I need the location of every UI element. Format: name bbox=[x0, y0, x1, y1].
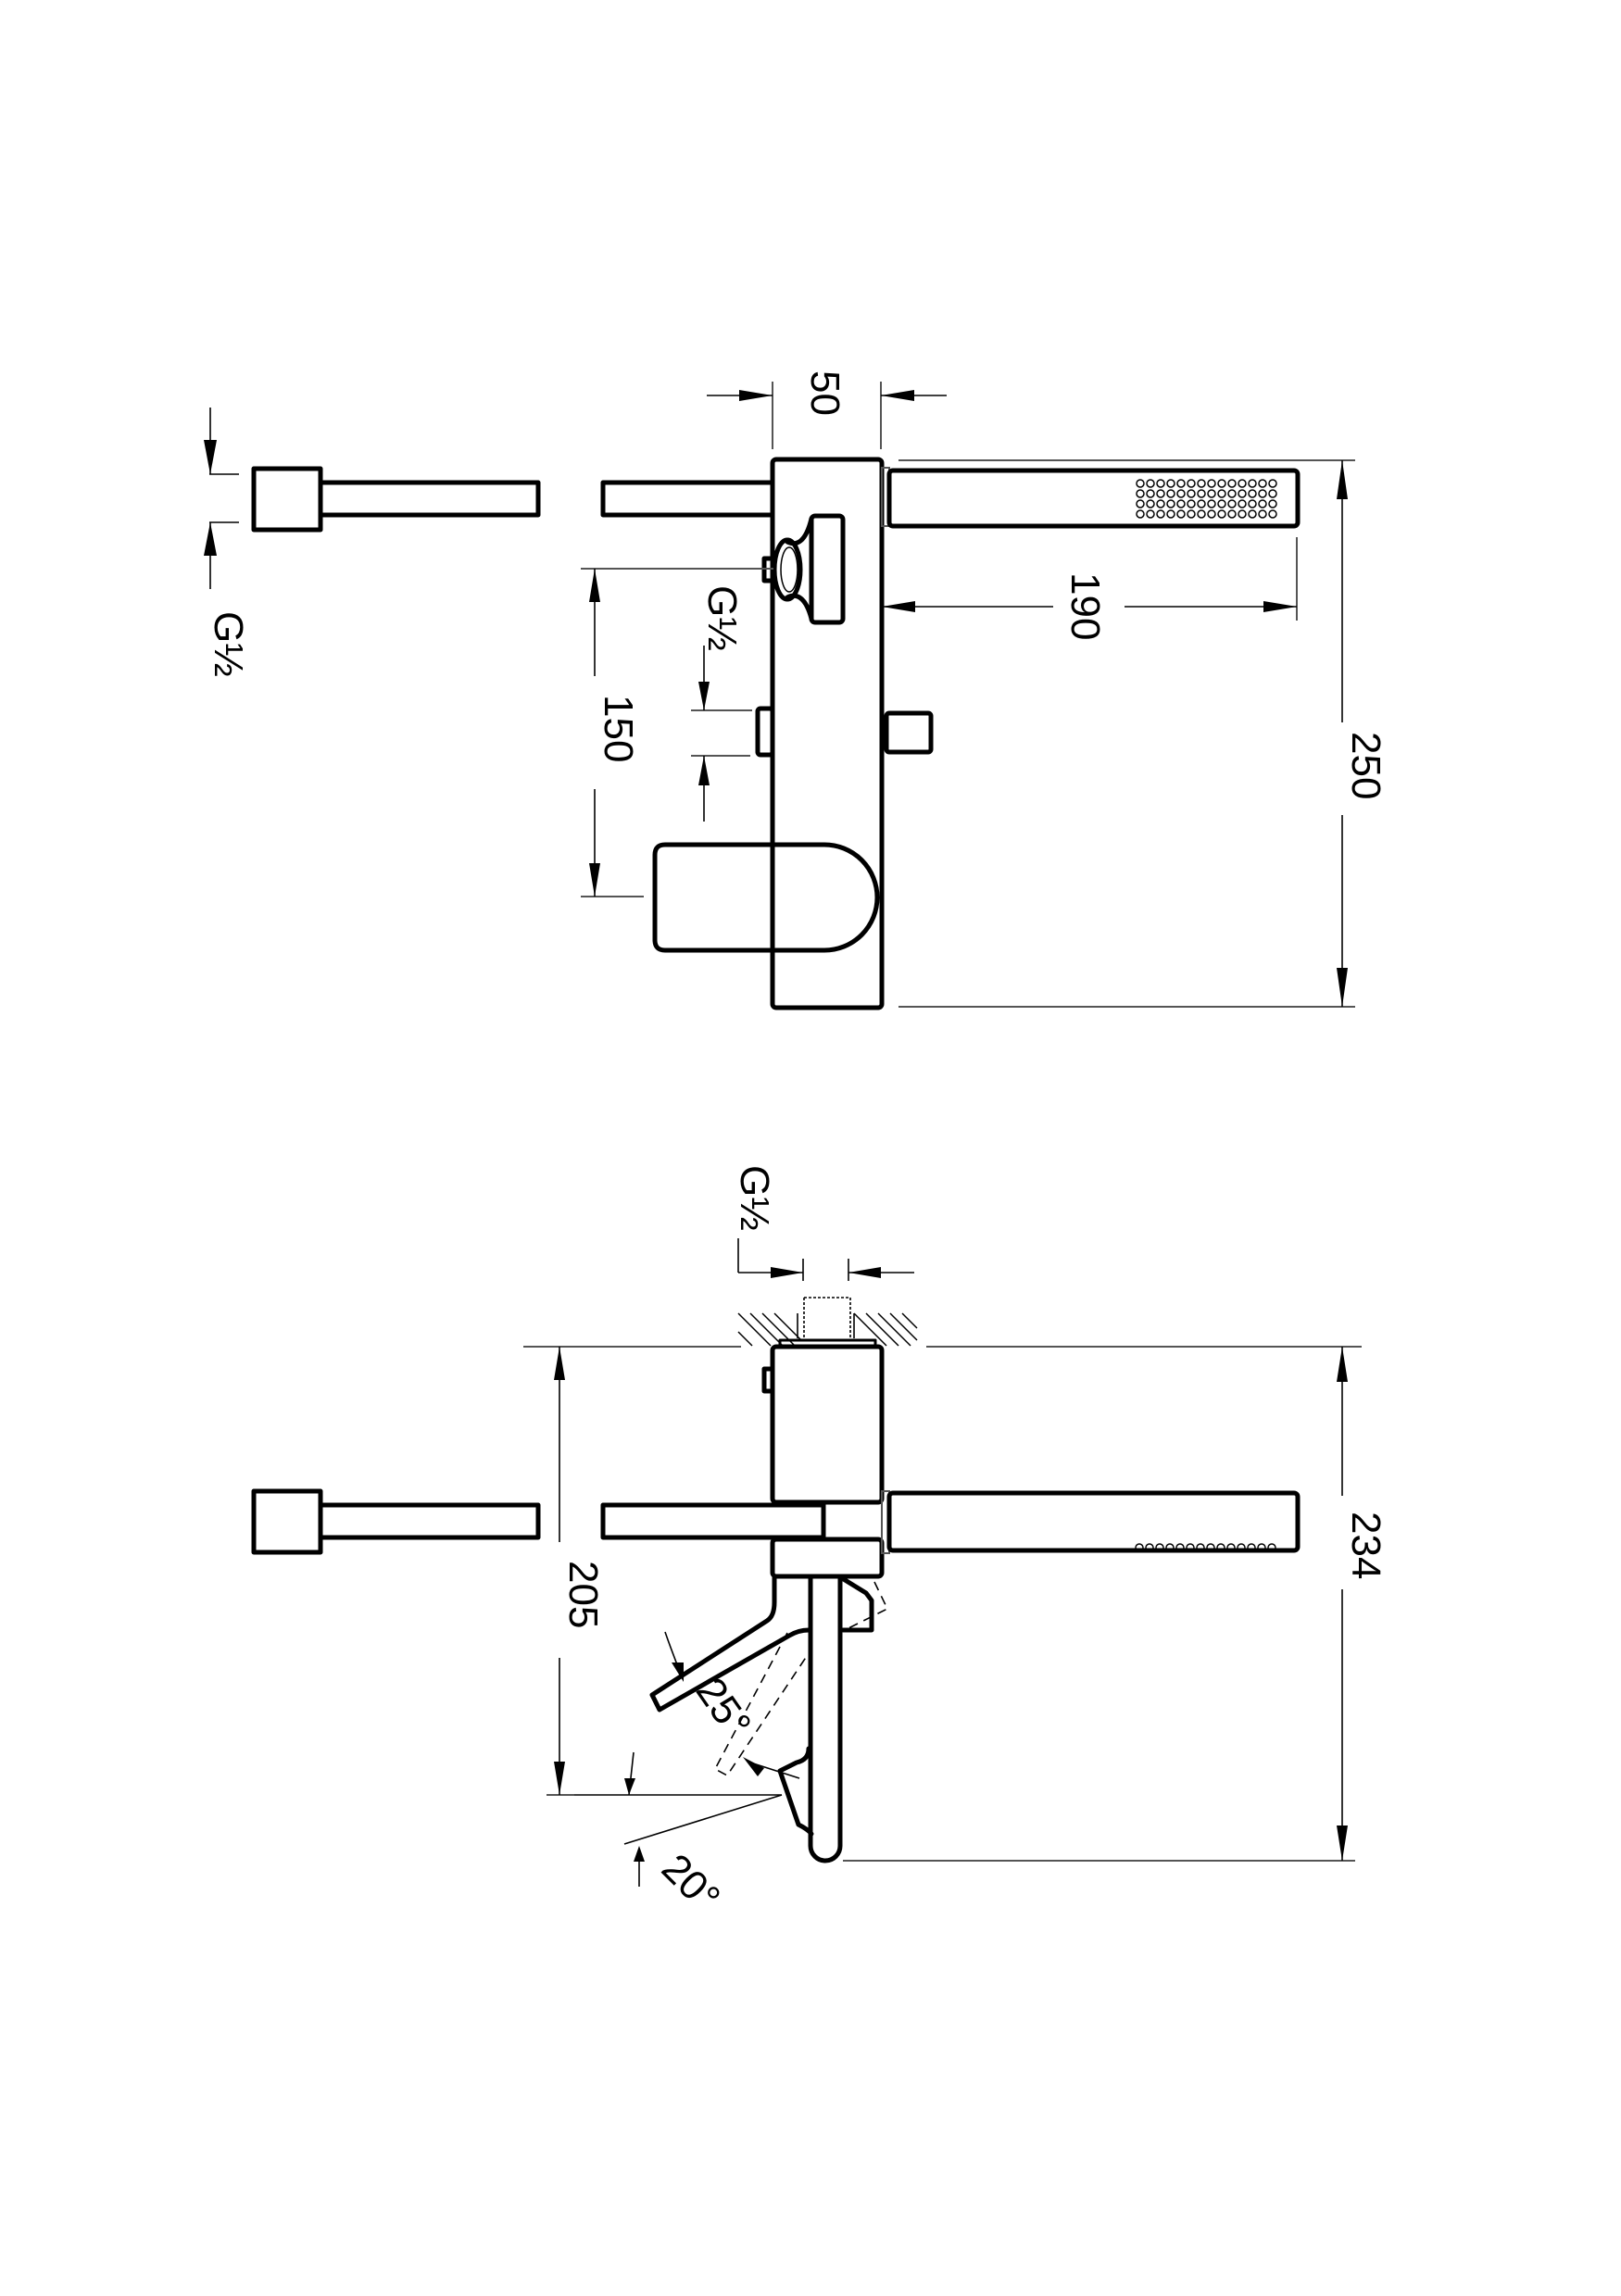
dim-spout-angle: 20° bbox=[653, 1845, 729, 1921]
wall-section bbox=[523, 1297, 1362, 1349]
dim-connection-left: G½ bbox=[206, 611, 251, 677]
dim-height-250: 250 bbox=[1343, 732, 1389, 799]
dim-spacing-150: 150 bbox=[596, 695, 641, 762]
dim-spout-height-205: 205 bbox=[560, 1561, 606, 1628]
dim-inlet-thread: G½ bbox=[732, 1165, 777, 1231]
handshower bbox=[881, 467, 1301, 529]
left-connector: G½ bbox=[204, 408, 541, 677]
spray-holes-side bbox=[1135, 1543, 1276, 1552]
top-view: G½ bbox=[204, 370, 1389, 1010]
dim-connection-inlet: G½ bbox=[699, 585, 745, 651]
dim-height-234: 234 bbox=[1343, 1512, 1389, 1579]
dim-handshower-190: 190 bbox=[1062, 572, 1108, 640]
dim-width-50: 50 bbox=[802, 370, 848, 416]
side-view: G½ bbox=[251, 1165, 1389, 1921]
dim-lever-angle: 25° bbox=[687, 1670, 760, 1747]
diverter-knob bbox=[761, 513, 846, 625]
spray-holes bbox=[1136, 479, 1277, 519]
